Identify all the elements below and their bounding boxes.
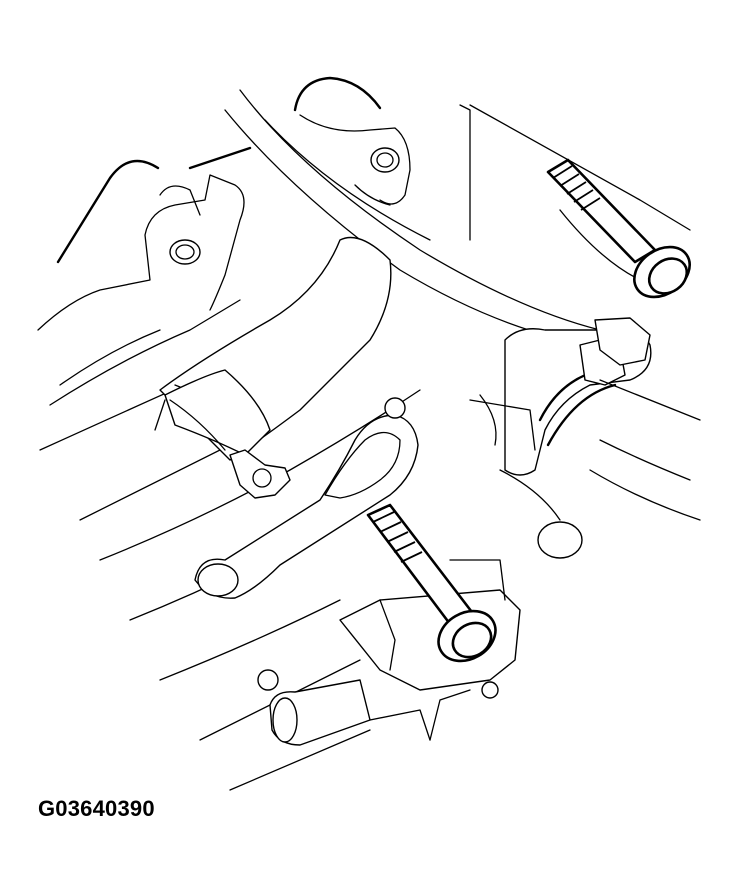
upper-bolt-icon: [546, 158, 691, 299]
figure-code: G03640390: [38, 796, 155, 821]
lower-bolt-icon: [366, 503, 497, 663]
upper-left-bracket: [37, 146, 252, 406]
hose-with-clamp: [154, 236, 392, 499]
pipe-assembly: [469, 317, 701, 559]
link-rod: [194, 397, 419, 599]
upper-right-bracket: [293, 76, 411, 206]
